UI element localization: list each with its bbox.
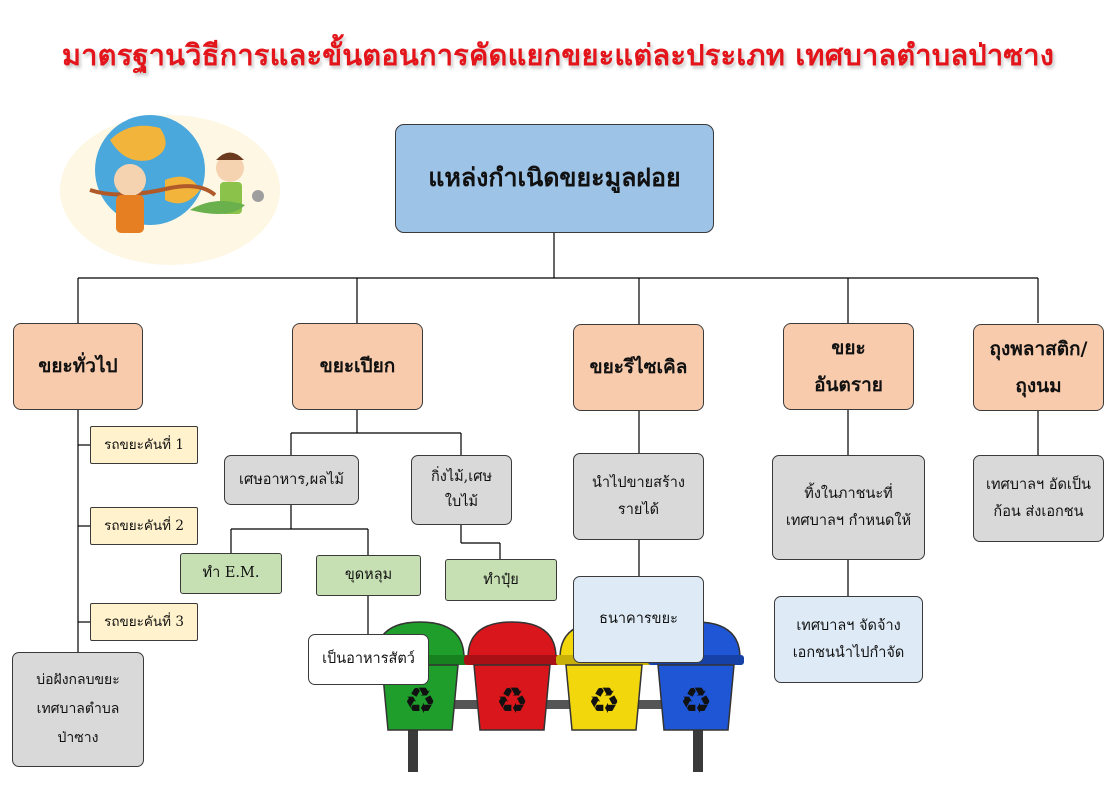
hazardous-dispose-node: ทิ้งในภาชนะที่ เทศบาลฯ กำหนดให้ bbox=[772, 455, 925, 560]
plastic-press-node: เทศบาลฯ อัดเป็น ก้อน ส่งเอกชน bbox=[973, 455, 1104, 542]
category-recycle: ขยะรีไซเคิล bbox=[573, 324, 704, 411]
svg-text:♻: ♻ bbox=[588, 681, 620, 722]
animal-feed-label: เป็นอาหารสัตว์ bbox=[322, 651, 415, 668]
svg-text:♻: ♻ bbox=[404, 681, 436, 722]
root-node-label: แหล่งกำเนิดขยะมูลฝอย bbox=[428, 163, 681, 193]
hazardous-dispose-label: ทิ้งในภาชนะที่ เทศบาลฯ กำหนดให้ bbox=[785, 485, 912, 529]
truck-2: รถขยะคันที่ 2 bbox=[90, 507, 198, 545]
dig-pit-node: ขุดหลุม bbox=[316, 555, 421, 596]
make-em-label: ทำ E.M. bbox=[202, 565, 260, 582]
waste-bank-node: ธนาคารขยะ bbox=[573, 576, 704, 663]
category-wet-label: ขยะเปียก bbox=[319, 355, 396, 378]
dig-pit-label: ขุดหลุม bbox=[344, 567, 393, 584]
sell-income-node: นำไปขายสร้าง รายได้ bbox=[573, 453, 704, 540]
branches-node: กิ่งไม้,เศษ ใบไม้ bbox=[411, 455, 512, 525]
svg-text:♻: ♻ bbox=[680, 681, 712, 722]
make-em-node: ทำ E.M. bbox=[180, 553, 282, 594]
category-plastic-label: ถุงพลาสติก/ ถุงนม bbox=[989, 338, 1088, 397]
sell-income-label: นำไปขายสร้าง รายได้ bbox=[592, 474, 685, 518]
page-title: มาตรฐานวิธีการและขั้นตอนการคัดแยกขยะแต่ล… bbox=[61, 38, 1055, 72]
category-wet: ขยะเปียก bbox=[292, 323, 423, 410]
landfill-label: บ่อฝังกลบขยะ เทศบาลตำบล ป่าซาง bbox=[36, 672, 120, 746]
category-recycle-label: ขยะรีไซเคิล bbox=[589, 356, 688, 379]
branches-label: กิ่งไม้,เศษ ใบไม้ bbox=[430, 469, 493, 510]
truck-1: รถขยะคันที่ 1 bbox=[90, 426, 198, 464]
food-waste-node: เศษอาหาร,ผลไม้ bbox=[224, 455, 359, 505]
root-node: แหล่งกำเนิดขยะมูลฝอย bbox=[395, 124, 714, 233]
waste-bank-label: ธนาคารขยะ bbox=[599, 611, 678, 628]
category-hazardous-label: ขยะ อันตราย bbox=[814, 337, 883, 396]
category-general: ขยะทั่วไป bbox=[13, 323, 143, 410]
svg-text:♻: ♻ bbox=[496, 681, 528, 722]
truck-2-label: รถขยะคันที่ 2 bbox=[104, 517, 184, 534]
truck-3: รถขยะคันที่ 3 bbox=[90, 603, 198, 641]
hazardous-contract-node: เทศบาลฯ จัดจ้าง เอกชนนำไปกำจัด bbox=[774, 596, 923, 683]
truck-3-label: รถขยะคันที่ 3 bbox=[104, 613, 184, 630]
landfill-node: บ่อฝังกลบขยะ เทศบาลตำบล ป่าซาง bbox=[12, 652, 144, 767]
compost-node: ทำปุ๋ย bbox=[445, 559, 557, 601]
plastic-press-label: เทศบาลฯ อัดเป็น ก้อน ส่งเอกชน bbox=[986, 476, 1091, 520]
hazardous-contract-label: เทศบาลฯ จัดจ้าง เอกชนนำไปกำจัด bbox=[792, 617, 905, 661]
category-general-label: ขยะทั่วไป bbox=[38, 355, 118, 378]
truck-1-label: รถขยะคันที่ 1 bbox=[104, 436, 184, 453]
category-plastic: ถุงพลาสติก/ ถุงนม bbox=[973, 324, 1104, 411]
category-hazardous: ขยะ อันตราย bbox=[783, 323, 914, 410]
food-waste-label: เศษอาหาร,ผลไม้ bbox=[239, 471, 344, 488]
animal-feed-node: เป็นอาหารสัตว์ bbox=[308, 634, 429, 685]
compost-label: ทำปุ๋ย bbox=[483, 571, 519, 588]
